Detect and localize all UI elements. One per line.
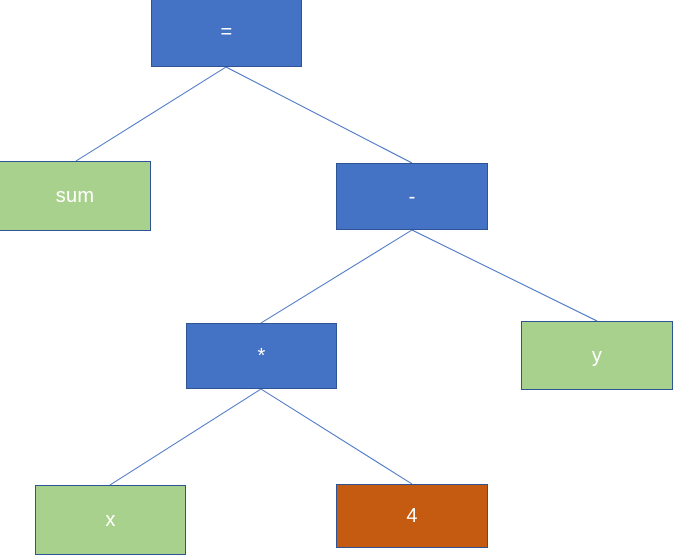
tree-node-label: y — [591, 344, 603, 367]
tree-node-times[interactable]: * — [186, 323, 337, 389]
edge-minus-to-y — [411, 229, 598, 322]
edge-times-to-x — [109, 388, 262, 486]
tree-node-label: sum — [55, 185, 95, 207]
edge-eq-to-sum — [75, 66, 227, 162]
edge-minus-to-times — [260, 229, 413, 324]
tree-node-label: = — [220, 20, 233, 43]
tree-node-four[interactable]: 4 — [336, 484, 488, 548]
tree-node-label: x — [105, 509, 116, 531]
tree-node-minus[interactable]: - — [336, 163, 488, 230]
edge-eq-to-minus — [225, 66, 413, 164]
tree-node-label: - — [408, 185, 416, 208]
tree-node-y[interactable]: y — [521, 321, 673, 390]
tree-node-label: * — [257, 345, 266, 367]
tree-node-eq[interactable]: = — [151, 0, 302, 67]
tree-node-x[interactable]: x — [35, 485, 186, 555]
edge-times-to-four — [260, 388, 413, 485]
tree-node-sum[interactable]: sum — [0, 161, 151, 231]
tree-node-label: 4 — [406, 505, 418, 527]
